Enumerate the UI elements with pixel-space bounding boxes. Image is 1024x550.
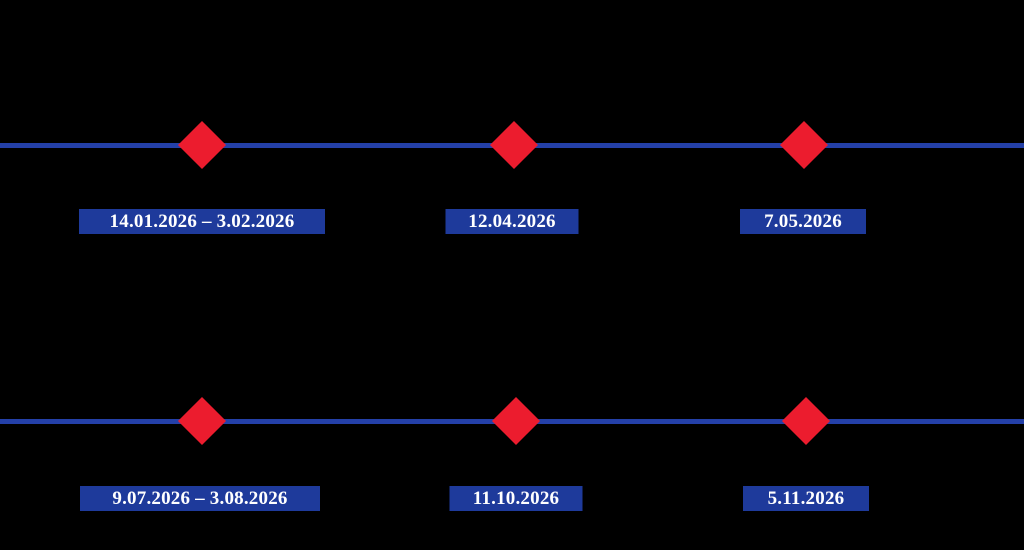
milestone-2-label: 12.04.2026 (445, 209, 579, 234)
milestone-6-label: 5.11.2026 (743, 486, 869, 511)
milestone-1-label: 14.01.2026 – 3.02.2026 (79, 209, 325, 234)
diamond-marker-icon (781, 396, 831, 446)
milestone-3-label: 7.05.2026 (740, 209, 866, 234)
milestone-5-label: 11.10.2026 (449, 486, 583, 511)
diamond-marker-icon (177, 120, 227, 170)
timeline-row-1: 14.01.2026 – 3.02.2026 12.04.2026 7.05.2… (0, 120, 1024, 234)
milestone-4-label: 9.07.2026 – 3.08.2026 (80, 486, 320, 511)
diamond-marker-icon (779, 120, 829, 170)
diamond-marker-icon (177, 396, 227, 446)
diamond-marker-icon (489, 120, 539, 170)
diamond-marker-icon (491, 396, 541, 446)
timeline-row-2: 9.07.2026 – 3.08.2026 11.10.2026 5.11.20… (0, 275, 1024, 550)
